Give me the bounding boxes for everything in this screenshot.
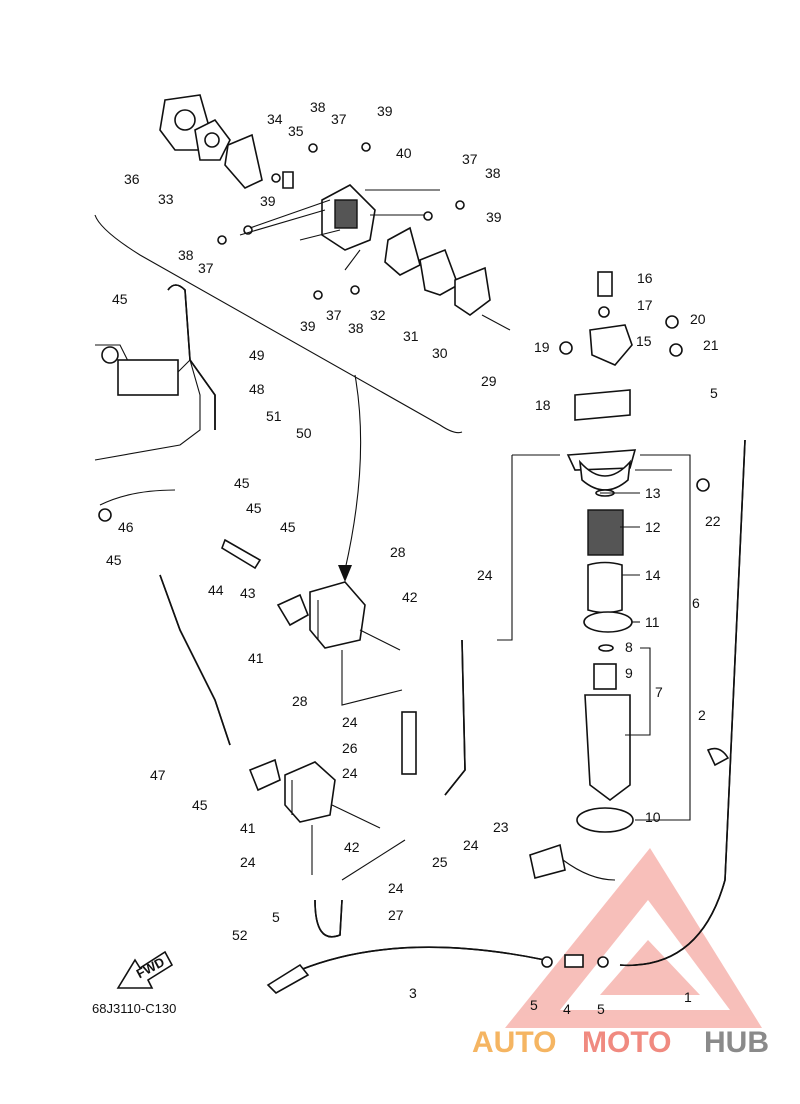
callout-41b: 41: [240, 820, 256, 836]
callout-38a: 38: [310, 99, 326, 115]
callout-5b: 5: [272, 909, 280, 925]
callout-5d: 5: [597, 1001, 605, 1017]
callout-37b: 37: [462, 151, 478, 167]
reference-arrow: [344, 374, 362, 571]
callout-24f: 24: [388, 880, 404, 896]
callout-35: 35: [288, 123, 304, 139]
callout-37c: 37: [198, 260, 214, 276]
callout-42a: 42: [402, 589, 418, 605]
callout-49: 49: [249, 347, 265, 363]
callout-3: 3: [409, 985, 417, 1001]
leader-lines: [311, 454, 691, 881]
callout-45b: 45: [234, 475, 250, 491]
callout-24b: 24: [342, 714, 358, 730]
callout-19: 19: [534, 339, 550, 355]
callout-18: 18: [535, 397, 551, 413]
callout-10: 10: [645, 809, 661, 825]
callout-28b: 28: [292, 693, 308, 709]
watermark-brand: AUTO MOTO HUB: [472, 1026, 769, 1059]
callout-4: 4: [563, 1001, 571, 1017]
forward-direction-arrow: FWD: [116, 950, 174, 989]
callout-7: 7: [655, 684, 663, 700]
callout-23: 23: [493, 819, 509, 835]
callout-39d: 39: [300, 318, 316, 334]
callout-34: 34: [267, 111, 283, 127]
callout-27: 27: [388, 907, 404, 923]
callout-24d: 24: [463, 837, 479, 853]
callout-17: 17: [637, 297, 653, 313]
engine-block-sketch: [94, 344, 201, 522]
callout-24e: 24: [240, 854, 256, 870]
hose-connectors: [266, 843, 616, 994]
callout-45a: 45: [112, 291, 128, 307]
fuel-pump-upper: [276, 581, 401, 651]
callout-1: 1: [684, 989, 692, 1005]
callout-2: 2: [698, 707, 706, 723]
callout-37a: 37: [331, 111, 347, 127]
callout-5c: 5: [530, 997, 538, 1013]
callout-38b: 38: [485, 165, 501, 181]
callout-20: 20: [690, 311, 706, 327]
fuel-filter-assembly: [559, 271, 730, 833]
callout-24a: 24: [477, 567, 493, 583]
callout-51: 51: [266, 408, 282, 424]
brand-hub: HUB: [704, 1026, 769, 1059]
callout-39b: 39: [260, 193, 276, 209]
brand-moto: MOTO: [582, 1026, 671, 1059]
callout-26: 26: [342, 740, 358, 756]
callout-8: 8: [625, 639, 633, 655]
section-divider-line: [94, 214, 463, 434]
callout-45e: 45: [106, 552, 122, 568]
callout-5a: 5: [710, 385, 718, 401]
callout-9: 9: [625, 665, 633, 681]
callout-14: 14: [645, 567, 661, 583]
callout-36: 36: [124, 171, 140, 187]
callout-39c: 39: [486, 209, 502, 225]
callout-50: 50: [296, 425, 312, 441]
callout-46: 46: [118, 519, 134, 535]
callout-31: 31: [403, 328, 419, 344]
watermark-logo: [505, 848, 762, 1028]
upper-fuel-pump-exploded: [159, 94, 511, 331]
callout-41a: 41: [248, 650, 264, 666]
callout-45d: 45: [280, 519, 296, 535]
callout-48: 48: [249, 381, 265, 397]
callout-22: 22: [705, 513, 721, 529]
callout-32: 32: [370, 307, 386, 323]
callout-33: 33: [158, 191, 174, 207]
callout-37d: 37: [326, 307, 342, 323]
callout-21: 21: [703, 337, 719, 353]
callout-13: 13: [645, 485, 661, 501]
callout-38d: 38: [348, 320, 364, 336]
callout-labels: 1 2 3 4 5 5 5 5 6 7 8 9 10 11 12 13 14 1…: [106, 99, 721, 1017]
callout-43: 43: [240, 585, 256, 601]
brand-auto: AUTO: [472, 1026, 556, 1059]
callout-11: 11: [645, 614, 660, 630]
callout-52: 52: [232, 927, 248, 943]
diagram-code: 68J3110-C130: [92, 1001, 176, 1016]
callout-38c: 38: [178, 247, 194, 263]
callout-40: 40: [396, 145, 412, 161]
callout-24c: 24: [342, 765, 358, 781]
callout-16: 16: [637, 270, 653, 286]
callout-29: 29: [481, 373, 497, 389]
callout-25: 25: [432, 854, 448, 870]
callout-30: 30: [432, 345, 448, 361]
callout-45f: 45: [192, 797, 208, 813]
callout-47: 47: [150, 767, 166, 783]
hoses: [159, 284, 746, 971]
callout-39a: 39: [377, 103, 393, 119]
callout-12: 12: [645, 519, 661, 535]
reference-arrow-head: [338, 565, 352, 582]
callout-42b: 42: [344, 839, 360, 855]
callout-6: 6: [692, 595, 700, 611]
fuel-pump-lower: [248, 758, 381, 829]
callout-15: 15: [636, 333, 652, 349]
callout-44: 44: [208, 582, 224, 598]
callout-28a: 28: [390, 544, 406, 560]
callout-45c: 45: [246, 500, 262, 516]
